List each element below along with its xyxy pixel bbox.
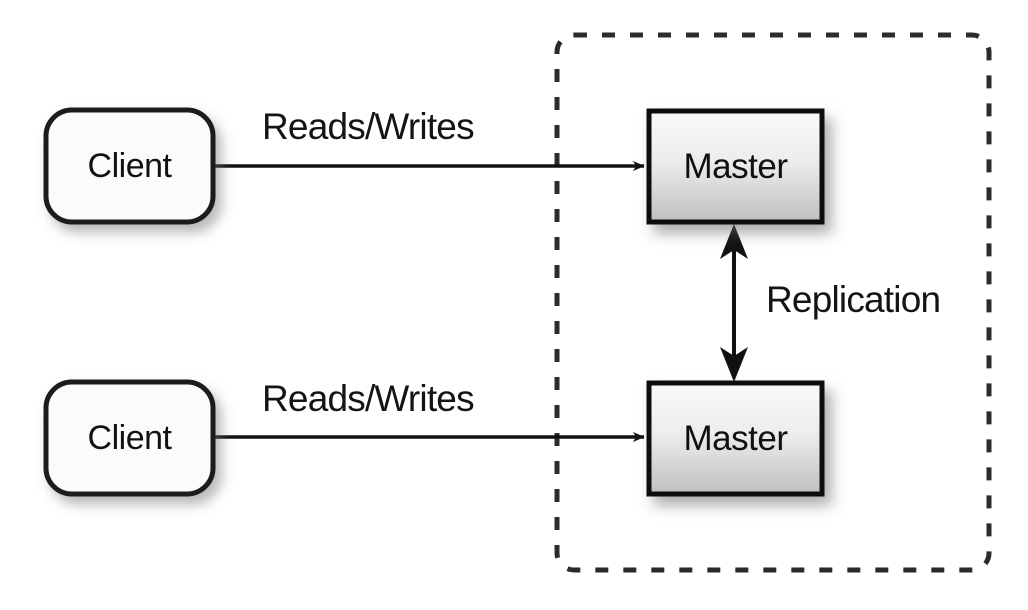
- edge-label-reads-writes-bottom: Reads/Writes: [262, 378, 475, 419]
- node-master-top[interactable]: [646, 108, 825, 225]
- replication-boundary: [554, 32, 992, 573]
- replication-arrowhead-up: [720, 224, 748, 259]
- edge-label-replication: Replication: [766, 279, 941, 320]
- replication-arrowhead-down: [720, 347, 748, 382]
- node-client-top[interactable]: [43, 107, 216, 225]
- edge-label-reads-writes-top: Reads/Writes: [262, 106, 475, 147]
- node-master-bottom[interactable]: [646, 380, 825, 497]
- node-client-bottom[interactable]: [43, 379, 216, 497]
